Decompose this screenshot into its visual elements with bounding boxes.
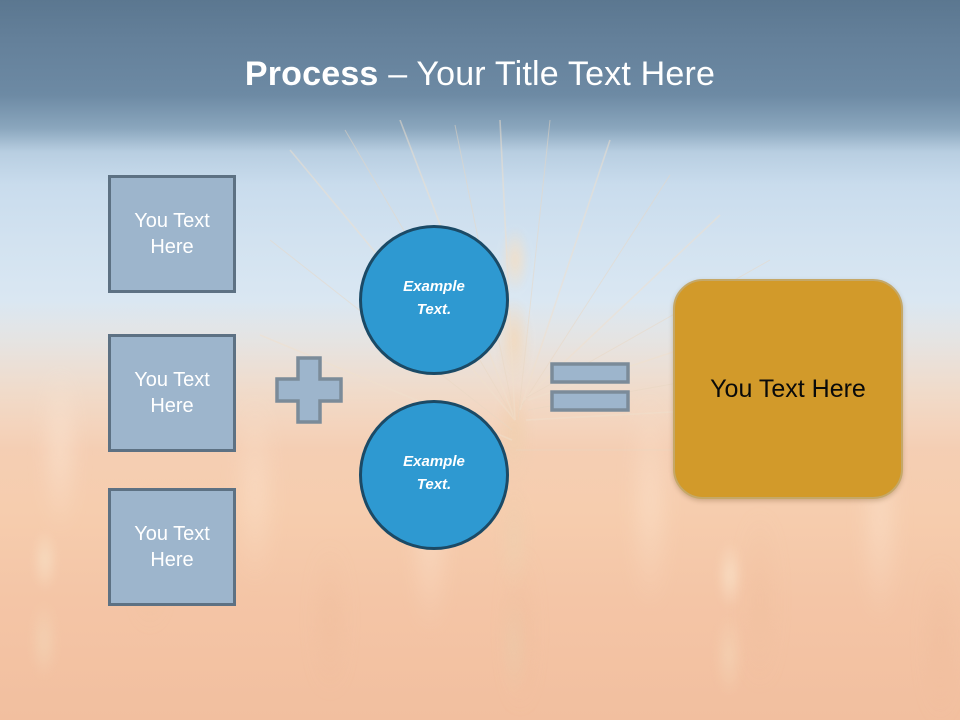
example-circle-2-line2: Text.: [416, 476, 452, 493]
input-box-1-line2: Here: [150, 236, 194, 258]
slide-title: Process – Your Title Text Here: [0, 52, 960, 96]
slide-title-rest: – Your Title Text Here: [378, 55, 716, 93]
equals-operator-icon: [550, 362, 630, 412]
input-box-2-label: You Text Here: [134, 367, 210, 419]
input-box-2-line1: You Text: [134, 369, 210, 391]
input-box-3-line1: You Text: [134, 523, 210, 545]
input-box-2-line2: Here: [150, 395, 194, 417]
input-box-1-label: You Text Here: [134, 208, 210, 260]
example-circle-1[interactable]: Example Text.: [359, 225, 509, 375]
slide-title-strong: Process: [244, 55, 379, 93]
background-wheat-head-right: [690, 530, 770, 720]
example-circle-2[interactable]: Example Text.: [359, 400, 509, 550]
example-circle-1-label: Example Text.: [403, 275, 465, 321]
example-circle-1-line1: Example: [403, 278, 465, 295]
plus-operator-icon: [275, 356, 343, 424]
result-box[interactable]: You Text Here: [673, 279, 903, 499]
example-circle-2-label: Example Text.: [403, 450, 465, 496]
result-box-label: You Text Here: [710, 374, 866, 403]
input-box-3-label: You Text Here: [134, 521, 210, 573]
background-wheat-head-left: [10, 520, 80, 720]
input-box-2[interactable]: You Text Here: [108, 334, 236, 452]
example-circle-1-line2: Text.: [416, 301, 452, 318]
input-box-1[interactable]: You Text Here: [108, 175, 236, 293]
input-box-3[interactable]: You Text Here: [108, 488, 236, 606]
example-circle-2-line1: Example: [403, 453, 465, 470]
input-box-1-line1: You Text: [134, 210, 210, 232]
input-box-3-line2: Here: [150, 549, 194, 571]
